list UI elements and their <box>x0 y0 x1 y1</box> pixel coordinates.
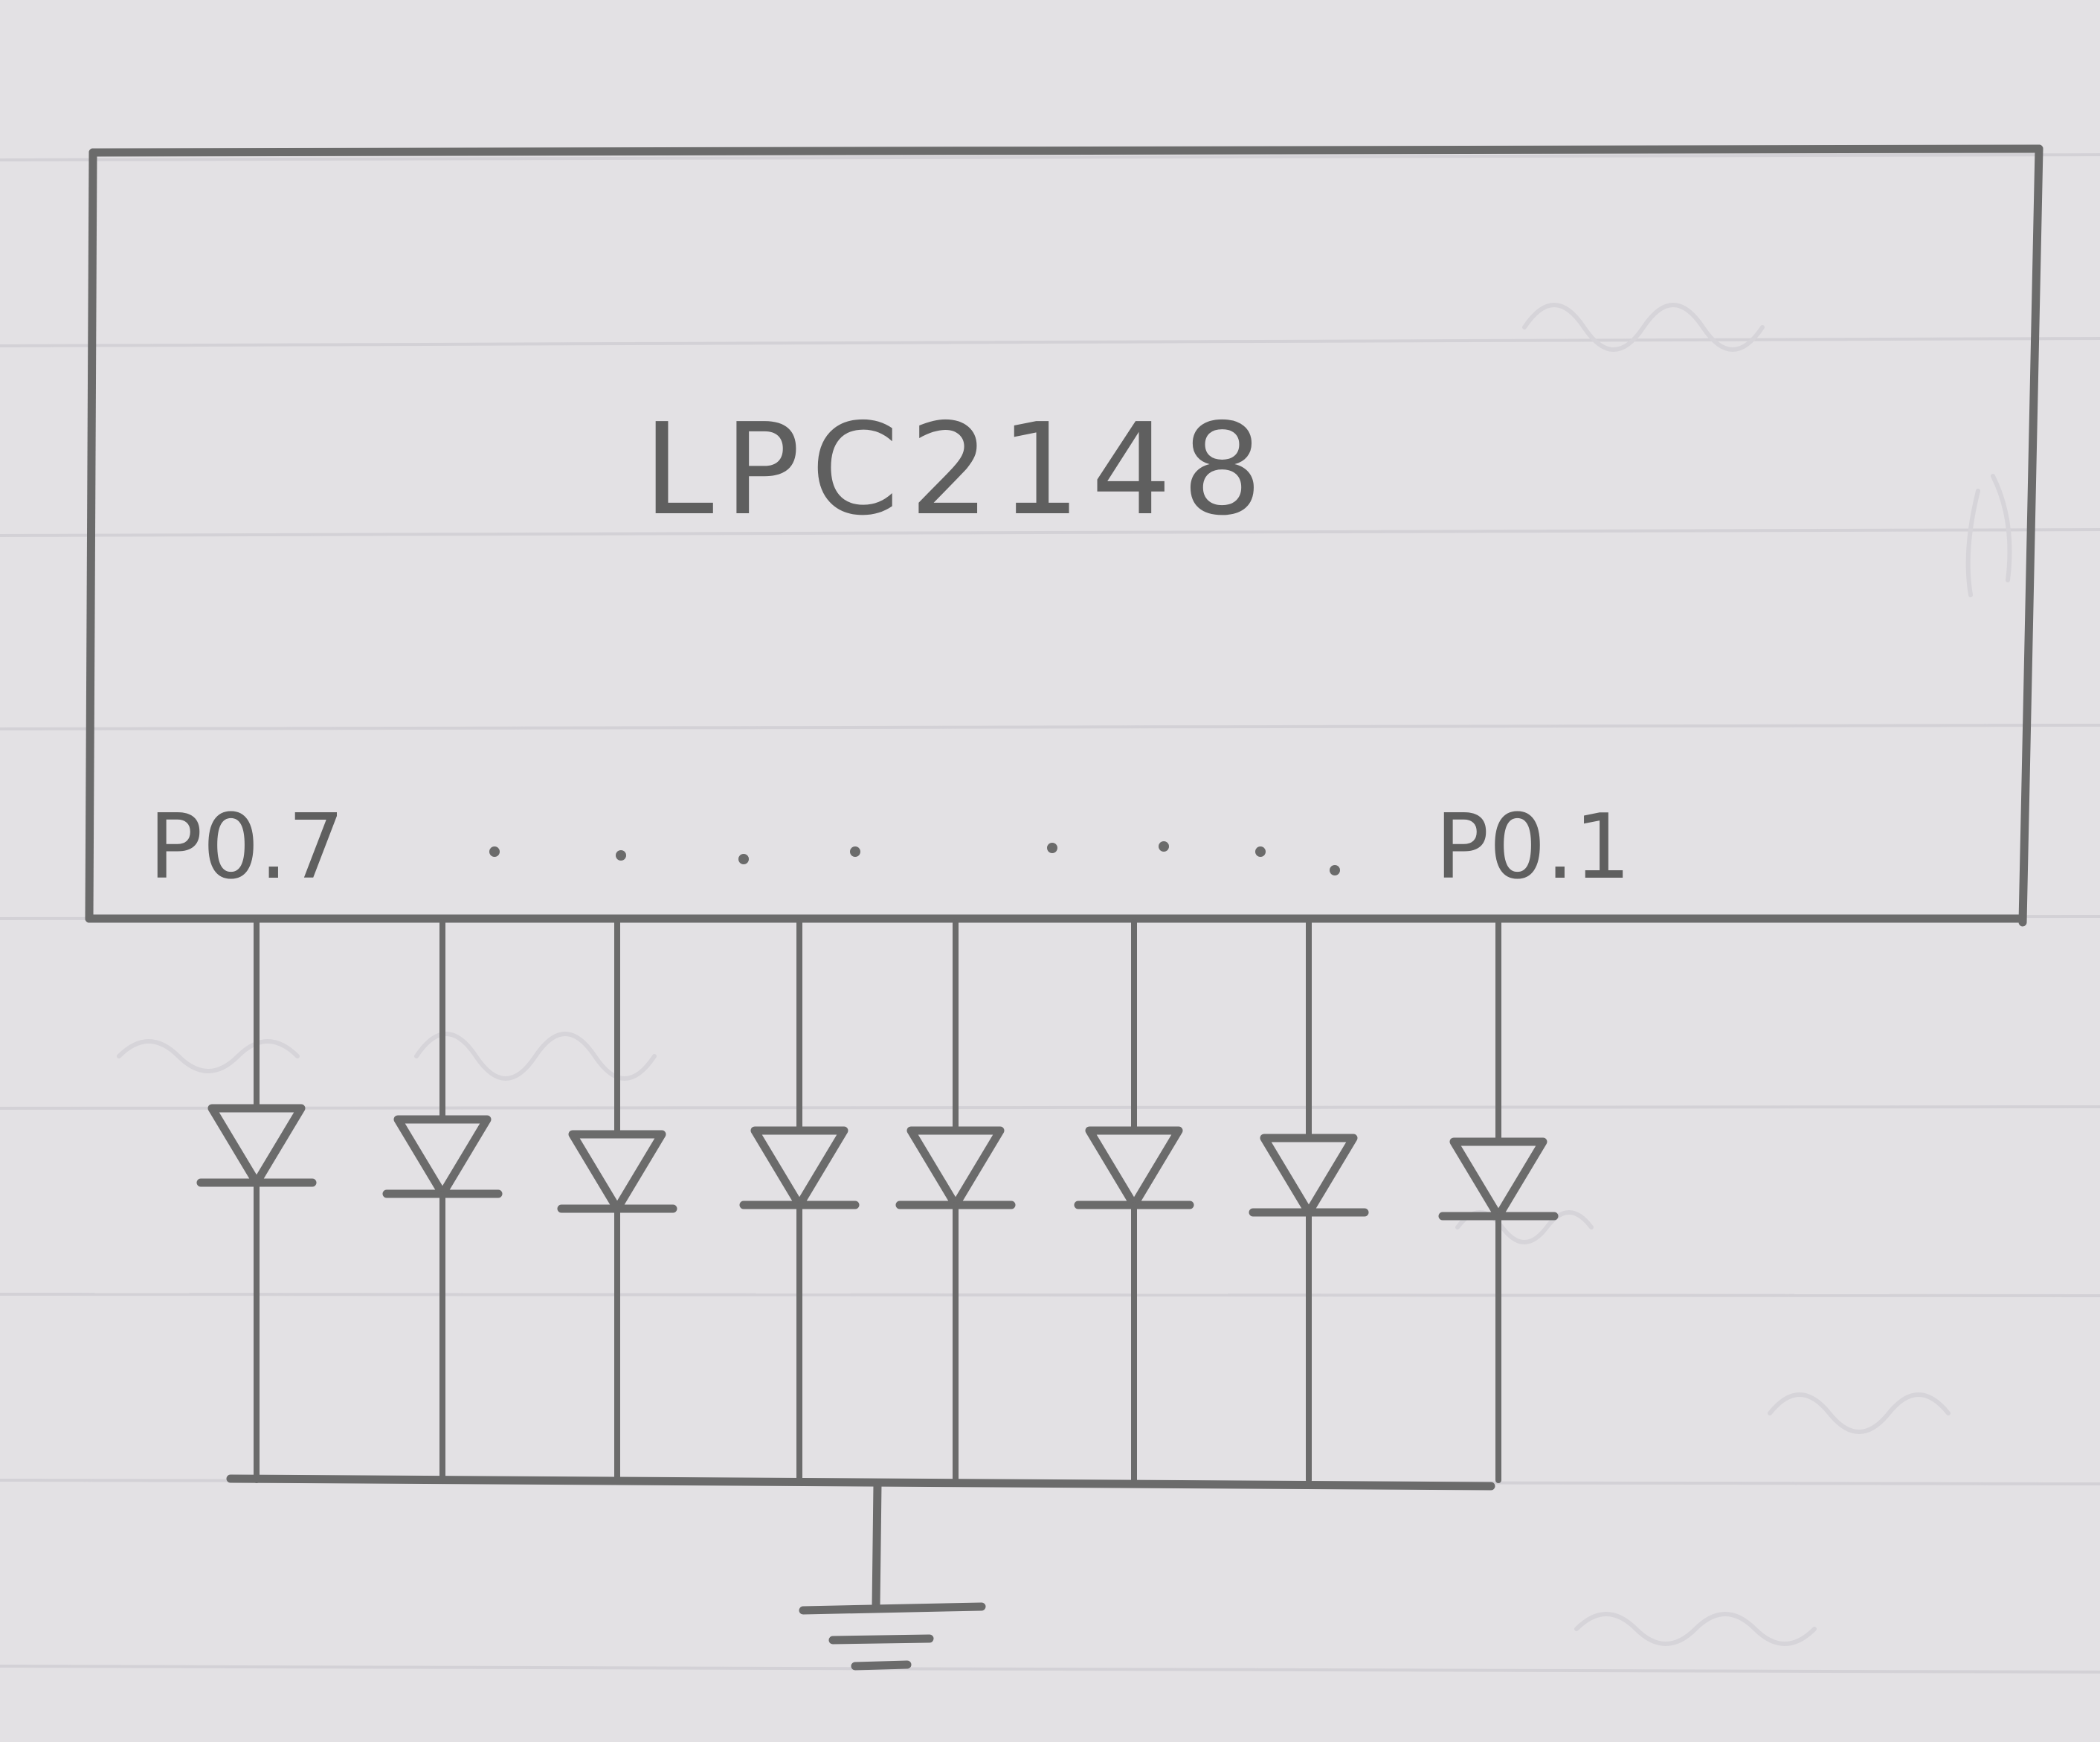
ground-icon <box>799 1602 986 1671</box>
led-array <box>196 919 1559 1483</box>
pin-label-left: P0.7 <box>149 796 344 899</box>
led-diode-icon <box>557 919 677 1483</box>
pin-label-right: P0.1 <box>1435 796 1631 899</box>
led-diode-icon <box>382 919 503 1483</box>
led-diode-icon <box>1438 919 1559 1483</box>
led-diode-icon <box>739 919 860 1483</box>
led-diode-icon <box>895 919 1016 1483</box>
led-diode-icon <box>1249 919 1369 1483</box>
led-diode-icon <box>196 919 317 1483</box>
chip-box <box>85 144 2043 927</box>
ground-bus <box>226 1474 1495 1611</box>
ruled-lines <box>0 153 2100 1674</box>
led-diode-icon <box>1074 919 1194 1483</box>
pin-dots <box>489 841 1340 875</box>
chip-label: LPC2148 <box>643 396 1273 544</box>
bleed-through-marks <box>117 303 2012 1646</box>
